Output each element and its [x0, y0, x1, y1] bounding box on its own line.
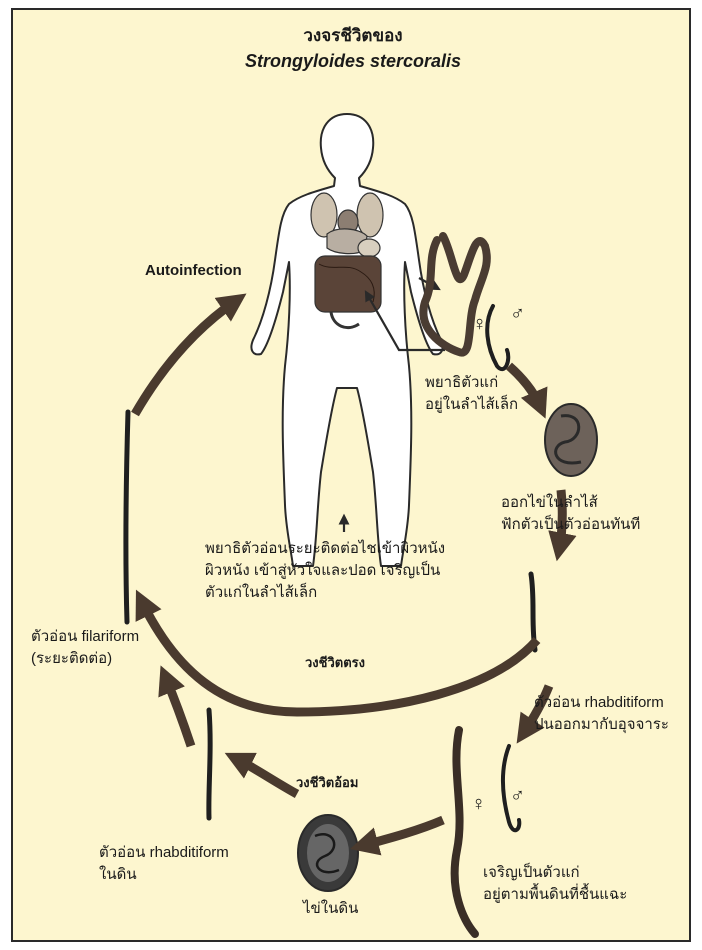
label-free-living-adults: เจริญเป็นตัวแก่ อยู่ตามพื้นดินที่ชื้นแฉะ — [483, 862, 627, 906]
male-symbol-soil: ♂ — [510, 782, 525, 811]
diagram-title-thai: วงจรชีวิตของ — [13, 24, 691, 49]
label-skin-penetration: พยาธิตัวอ่อนระยะติดต่อไชเข้าผิวหนัง ผิวห… — [205, 538, 445, 603]
rhabditiform-larva-soil — [209, 710, 210, 818]
egg-in-intestine — [545, 404, 597, 476]
diagram-title-species: Strongyloides stercoralis — [13, 48, 691, 74]
label-egg-intestine: ออกไข่ในลำไส้ ฟักตัวเป็นตัวอ่อนทันที — [501, 492, 640, 536]
filariform-larva — [126, 412, 128, 622]
label-direct-cycle: วงชีวิตตรง — [305, 654, 365, 673]
female-symbol-intestine: ♀ — [472, 310, 487, 339]
internal-organs — [311, 193, 383, 328]
male-symbol-intestine: ♂ — [510, 300, 525, 329]
life-cycle-panel: วงจรชีวิตของ Strongyloides stercoralis A… — [11, 8, 691, 942]
label-rhabditiform-soil: ตัวอ่อน rhabditiform ในดิน — [99, 842, 229, 886]
life-cycle-diagram — [13, 10, 691, 942]
human-body-figure — [251, 114, 442, 566]
label-autoinfection: Autoinfection — [145, 260, 242, 282]
egg-in-soil — [298, 815, 358, 891]
female-symbol-soil: ♀ — [471, 790, 486, 819]
label-filariform-larva: ตัวอ่อน filariform (ระยะติดต่อ) — [31, 626, 139, 670]
label-adult-intestine: พยาธิตัวแก่ อยู่ในลำไส้เล็ก — [425, 372, 518, 416]
label-indirect-cycle: วงชีวิตอ้อม — [296, 774, 358, 793]
label-egg-in-soil: ไข่ในดิน — [303, 898, 358, 920]
label-rhabditiform-excreted: ตัวอ่อน rhabditiform ปนออกมากับอุจจาระ — [534, 692, 669, 736]
